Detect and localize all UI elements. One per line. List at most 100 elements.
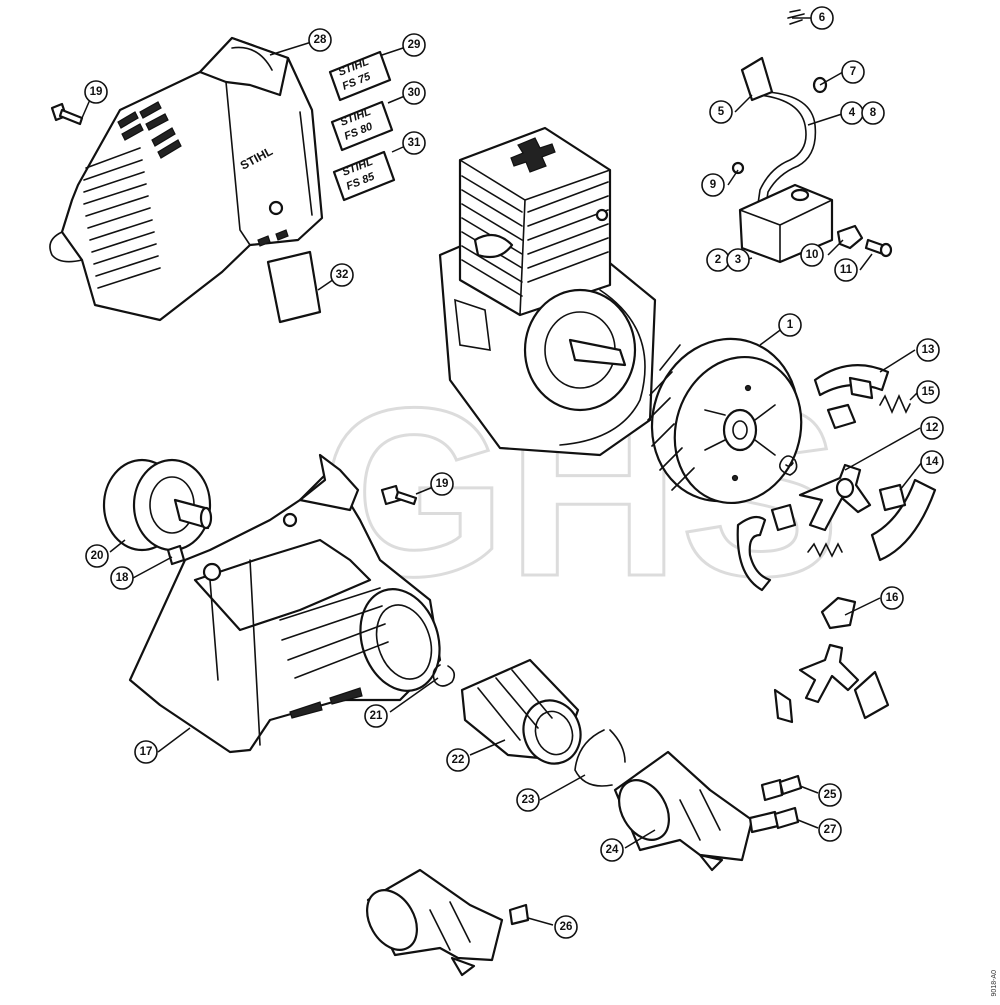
circlip-21	[432, 664, 456, 687]
callout-1: 1	[778, 313, 802, 337]
screw-25	[760, 774, 803, 802]
callout-16-label: 16	[886, 592, 899, 604]
callout-25: 25	[818, 783, 842, 807]
callout-30: 30	[402, 81, 426, 105]
callout-24-label: 24	[606, 844, 619, 856]
callout-26-label: 26	[560, 921, 573, 933]
callout-4: 4	[840, 101, 864, 125]
callout-19b: 19	[430, 472, 454, 496]
engine-shroud: STIHL	[49, 36, 324, 322]
callout-18: 18	[110, 566, 134, 590]
callout-30-label: 30	[408, 87, 421, 99]
callout-17: 17	[134, 740, 158, 764]
callout-22-label: 22	[452, 754, 465, 766]
callout-9: 9	[701, 173, 725, 197]
engine-cylinder-crankcase	[438, 126, 657, 457]
callout-22: 22	[446, 748, 470, 772]
callout-3-label: 3	[735, 254, 741, 266]
callout-2: 2	[706, 248, 730, 272]
callout-17-label: 17	[140, 746, 153, 758]
clutch-carrier-12	[798, 463, 872, 532]
callout-13: 13	[916, 338, 940, 362]
callout-25-label: 25	[824, 789, 837, 801]
callout-11-label: 11	[840, 264, 853, 276]
callout-21: 21	[364, 704, 388, 728]
callout-6a: 6	[810, 6, 834, 30]
callout-26: 26	[554, 915, 578, 939]
callout-5: 5	[709, 100, 733, 124]
callout-9-label: 9	[710, 179, 716, 191]
drum-20	[102, 458, 213, 552]
callout-27: 27	[818, 818, 842, 842]
callout-15: 15	[916, 380, 940, 404]
callout-32-label: 32	[336, 269, 349, 281]
leader-lines	[81, 17, 923, 926]
decal-fs80: STIHL FS 80	[330, 100, 394, 152]
callout-28-label: 28	[314, 34, 327, 46]
shroud-screw	[50, 102, 84, 126]
callout-4-label: 4	[849, 107, 856, 119]
callout-20-label: 20	[91, 550, 104, 562]
callout-11: 11	[834, 258, 858, 282]
callout-7-label: 7	[850, 66, 856, 78]
callout-29-label: 29	[408, 39, 421, 51]
callout-19-label: 19	[90, 86, 103, 98]
callout-14: 14	[920, 450, 944, 474]
clutch-spring-15	[826, 394, 911, 430]
flywheel	[647, 337, 803, 505]
clutch-spring-small	[779, 455, 798, 476]
callout-27-label: 27	[824, 824, 837, 836]
callout-21-label: 21	[370, 710, 383, 722]
callout-10: 10	[800, 243, 824, 267]
callout-12-label: 12	[926, 422, 939, 434]
housing-screw	[380, 484, 418, 506]
clutch-shoe-left	[736, 503, 797, 592]
screw-26	[508, 903, 530, 926]
decal-fs85: STIHL FS 85	[332, 150, 396, 202]
callout-8: 8	[861, 101, 885, 125]
sleeve-22	[460, 658, 582, 765]
callout-10-label: 10	[806, 249, 819, 261]
callout-1-label: 1	[787, 319, 794, 331]
clutch-shoe-14	[870, 478, 937, 562]
callout-5-label: 5	[718, 106, 725, 118]
callout-13-label: 13	[922, 344, 935, 356]
shroud-cooling-slots	[83, 101, 182, 289]
callout-19a: 19	[84, 80, 108, 104]
clutch-shoe-13	[813, 364, 890, 400]
clutch-spring-lower	[807, 542, 843, 558]
callout-23-label: 23	[522, 794, 535, 806]
fan-housing	[128, 453, 442, 754]
callout-32: 32	[330, 263, 354, 287]
callout-20: 20	[85, 544, 109, 568]
clutch-assembly-16	[773, 596, 890, 724]
screw-27	[748, 806, 800, 834]
callout-14-label: 14	[926, 456, 939, 468]
callout-8-label: 8	[870, 107, 877, 119]
decal-fs75: STIHL FS 75	[328, 50, 392, 102]
callout-2-label: 2	[715, 254, 721, 266]
ring-23	[574, 729, 626, 787]
callout-31: 31	[402, 131, 426, 155]
callout-29: 29	[402, 33, 426, 57]
callout-3: 3	[726, 248, 750, 272]
callout-15-label: 15	[922, 386, 935, 398]
pin-18	[166, 544, 186, 566]
tube-clamp-24	[613, 750, 754, 872]
callout-31-label: 31	[408, 137, 421, 149]
callout-19b-label: 19	[436, 478, 449, 490]
tube-clamp-26	[366, 868, 504, 977]
callout-12: 12	[920, 416, 944, 440]
callout-18-label: 18	[116, 572, 129, 584]
label-plate	[266, 250, 322, 324]
ignition-module	[731, 9, 893, 264]
callout-7: 7	[841, 60, 865, 84]
reference-code: 9018-A0	[991, 969, 998, 996]
callout-24: 24	[600, 838, 624, 862]
callout-6-label: 6	[819, 12, 825, 24]
callout-23: 23	[516, 788, 540, 812]
callout-16: 16	[880, 586, 904, 610]
callout-28: 28	[308, 28, 332, 52]
